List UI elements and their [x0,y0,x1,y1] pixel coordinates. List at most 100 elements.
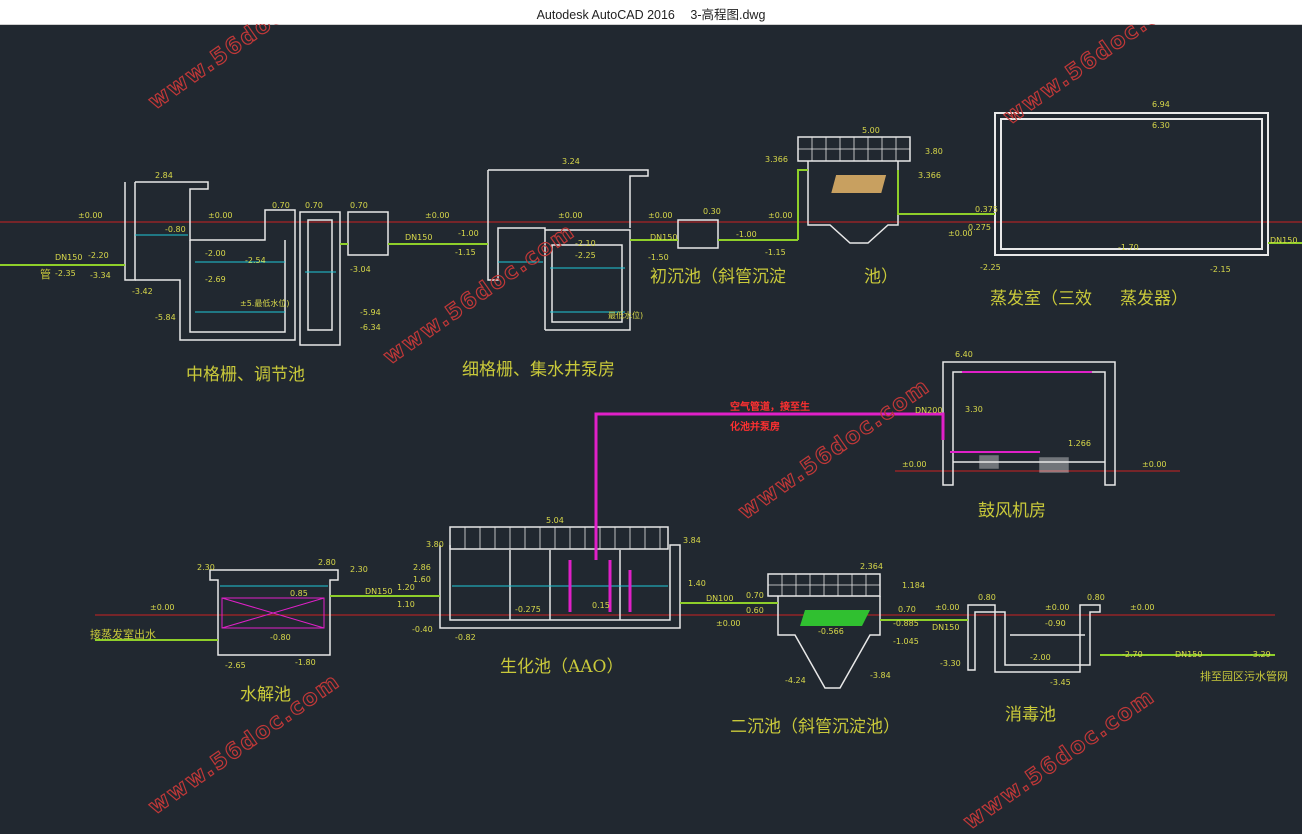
svg-text:-3.45: -3.45 [1050,678,1071,687]
svg-text:-6.34: -6.34 [360,323,381,332]
svg-text:-1.00: -1.00 [458,229,479,238]
svg-text:-2.15: -2.15 [1210,265,1231,274]
svg-text:1.266: 1.266 [1068,439,1091,448]
svg-text:-3.42: -3.42 [132,287,153,296]
file-name: 3-高程图.dwg [690,8,766,22]
svg-text:6.30: 6.30 [1152,121,1170,130]
svg-text:DN150: DN150 [365,587,392,596]
svg-text:2.86: 2.86 [413,563,431,572]
label-chuchenchi-b: 池） [864,267,898,287]
svg-text:1.60: 1.60 [413,575,431,584]
svg-text:3.30: 3.30 [965,405,983,414]
svg-text:0.375: 0.375 [975,205,998,214]
watermark-4: www.56doc.com [734,374,935,525]
svg-text:0.80: 0.80 [978,593,996,602]
svg-text:-1.00: -1.00 [736,230,757,239]
svg-text:-0.80: -0.80 [270,633,291,642]
svg-text:-3.34: -3.34 [90,271,111,280]
structure-gufeng[interactable] [942,361,1116,486]
svg-text:±0.00: ±0.00 [78,211,103,220]
svg-text:3.24: 3.24 [562,157,580,166]
air-pipe [568,412,945,612]
svg-text:2.84: 2.84 [155,171,173,180]
svg-text:3.366: 3.366 [918,171,941,180]
svg-text:3.80: 3.80 [925,147,943,156]
structure-zhengfa[interactable] [994,112,1269,256]
svg-text:2.30: 2.30 [197,563,215,572]
drawing-canvas[interactable]: 中格栅、调节池 细格栅、集水井泵房 初沉池（斜管沉淀 池） 蒸发室（三效 蒸发器… [0,24,1302,834]
svg-text:5.04: 5.04 [546,516,564,525]
structure-xigeshan[interactable] [347,169,649,331]
svg-text:-1.50: -1.50 [648,253,669,262]
svg-text:0.70: 0.70 [272,201,290,210]
air-header [950,371,1092,453]
watermark-6: www.56doc.com [959,684,1160,834]
svg-text:±0.00: ±0.00 [948,229,973,238]
svg-text:-2.20: -2.20 [88,251,109,260]
svg-text:DN150: DN150 [650,233,677,242]
svg-text:2.364: 2.364 [860,562,883,571]
structure-shuijie[interactable] [209,569,339,656]
svg-text:2.80: 2.80 [318,558,336,567]
label-zhengfa-a: 蒸发室（三效 [990,289,1092,309]
label-water-2: 最低水位) [608,310,643,320]
window-title: Autodesk AutoCAD 2016 3-高程图.dwg [0,4,1302,23]
svg-text:-2.54: -2.54 [245,256,266,265]
svg-text:DN100: DN100 [706,594,733,603]
label-pipe-left: 管 [40,267,51,281]
svg-text:-1.15: -1.15 [765,248,786,257]
svg-text:-1.15: -1.15 [455,248,476,257]
svg-text:3.84: 3.84 [683,536,701,545]
label-outlet: 排至园区污水管网 [1200,669,1288,683]
label-air-pipe-2: 化池并泵房 [730,420,780,433]
svg-text:0.15: 0.15 [592,601,610,610]
svg-text:±0.00: ±0.00 [902,460,927,469]
label-water-1: ±5.最低水位) [240,298,289,308]
structure-zhonggeshan[interactable] [124,181,341,346]
svg-text:±0.00: ±0.00 [1142,460,1167,469]
inclined-tube-1 [831,175,887,193]
structure-shenghua[interactable] [439,526,681,629]
svg-text:±0.00: ±0.00 [935,603,960,612]
svg-text:-0.275: -0.275 [515,605,541,614]
watermark-1: www.56doc.com [144,24,345,115]
svg-text:-2.10: -2.10 [575,239,596,248]
svg-text:0.70: 0.70 [746,591,764,600]
label-air-pipe-1: 空气管道，接至生 [730,400,810,413]
svg-text:DN150: DN150 [1175,650,1202,659]
svg-text:-0.566: -0.566 [818,627,844,636]
settling-grid-1 [798,137,910,161]
svg-text:-2.00: -2.00 [205,249,226,258]
app-name: Autodesk AutoCAD 2016 [536,8,675,22]
svg-text:6.40: 6.40 [955,350,973,359]
svg-text:0.70: 0.70 [305,201,323,210]
svg-text:6.94: 6.94 [1152,100,1170,109]
title-bar: Autodesk AutoCAD 2016 3-高程图.dwg [0,0,1302,25]
svg-text:-0.90: -0.90 [1045,619,1066,628]
svg-text:2.30: 2.30 [350,565,368,574]
svg-text:1.20: 1.20 [397,583,415,592]
water-lines-1 [135,234,336,313]
structure-xiaodu[interactable] [967,604,1101,673]
svg-text:1.10: 1.10 [397,600,415,609]
svg-text:±0.00: ±0.00 [716,619,741,628]
svg-text:-2.65: -2.65 [225,661,246,670]
svg-text:0.60: 0.60 [746,606,764,615]
process-pipes [0,169,1302,656]
svg-text:DN150: DN150 [1270,236,1297,245]
svg-text:±0.00: ±0.00 [558,211,583,220]
svg-text:±0.00: ±0.00 [208,211,233,220]
svg-text:-4.24: -4.24 [785,676,806,685]
elevation-drawing[interactable]: 中格栅、调节池 细格栅、集水井泵房 初沉池（斜管沉淀 池） 蒸发室（三效 蒸发器… [0,24,1302,834]
svg-text:-3.30: -3.30 [940,659,961,668]
label-xigeshan: 细格栅、集水井泵房 [462,360,615,380]
svg-text:±0.00: ±0.00 [425,211,450,220]
svg-text:DN150: DN150 [405,233,432,242]
svg-text:-5.94: -5.94 [360,308,381,317]
svg-text:DN150: DN150 [932,623,959,632]
svg-text:-1.045: -1.045 [893,637,919,646]
svg-text:0.30: 0.30 [703,207,721,216]
svg-text:-2.00: -2.00 [1030,653,1051,662]
label-xiaodu: 消毒池 [1005,705,1056,725]
label-gufeng: 鼓风机房 [978,501,1046,521]
